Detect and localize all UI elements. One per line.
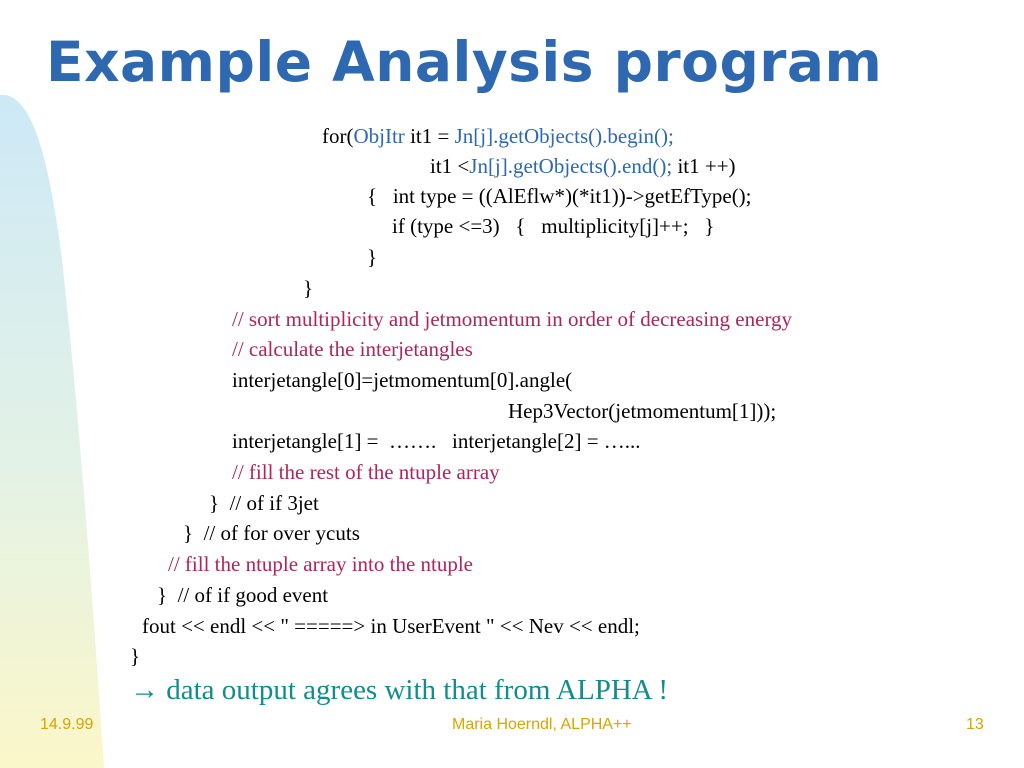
code-text: Hep3Vector(jetmomentum[1])); (508, 399, 777, 423)
footer-date: 14.9.99 (40, 716, 94, 733)
code-text: it1 = (404, 124, 455, 148)
page-number: 13 (966, 716, 984, 733)
code-line: } (303, 278, 313, 299)
code-text: // calculate the interjetangles (232, 337, 473, 361)
code-text: fout << endl << " =====> in UserEvent " … (142, 614, 640, 638)
code-line: } (130, 646, 140, 667)
code-line: } // of if good event (157, 585, 328, 606)
code-highlight: ObjItr (353, 124, 405, 148)
code-text: } (130, 644, 141, 668)
code-text: // fill the ntuple array into the ntuple (168, 552, 474, 576)
code-text: interjetangle[1] = ……. interjetangle[2] … (232, 429, 641, 453)
code-text: if (type <=3) { multiplicity[j]++; } (392, 214, 715, 238)
code-line: // fill the rest of the ntuple array (232, 462, 500, 483)
code-line: Hep3Vector(jetmomentum[1])); (508, 401, 776, 422)
footer-author: Maria Hoerndl, ALPHA++ (452, 716, 632, 733)
code-line: { int type = ((AlEflw*)(*it1))->getEfTyp… (367, 186, 752, 207)
code-text: it1 < (430, 154, 470, 178)
code-text: } // of if 3jet (209, 491, 319, 515)
code-line: // sort multiplicity and jetmomentum in … (232, 309, 792, 330)
code-line: fout << endl << " =====> in UserEvent " … (142, 616, 640, 637)
slide-title: Example Analysis program (46, 30, 883, 94)
code-text: for( (322, 124, 354, 148)
code-line: it1 <Jn[j].getObjects().end(); it1 ++) (430, 156, 736, 177)
code-line: for(ObjItr it1 = Jn[j].getObjects().begi… (322, 126, 674, 147)
code-line: // fill the ntuple array into the ntuple (168, 554, 473, 575)
code-text: // sort multiplicity and jetmomentum in … (232, 307, 793, 331)
code-text: interjetangle[0]=jetmomentum[0].angle( (232, 368, 573, 392)
code-text: } // of if good event (157, 583, 329, 607)
code-line: } // of for over ycuts (183, 523, 360, 544)
code-highlight: Jn[j].getObjects().begin(); (454, 124, 674, 148)
code-text: } (303, 276, 314, 300)
code-line: } // of if 3jet (209, 493, 319, 514)
conclusion-text: → data output agrees with that from ALPH… (130, 674, 669, 706)
code-text: it1 ++) (672, 154, 736, 178)
code-line: if (type <=3) { multiplicity[j]++; } (392, 216, 714, 237)
code-line: } (367, 247, 377, 268)
code-text: { int type = ((AlEflw*)(*it1))->getEfTyp… (367, 184, 752, 208)
code-line: interjetangle[1] = ……. interjetangle[2] … (232, 431, 641, 452)
code-line: // calculate the interjetangles (232, 339, 473, 360)
code-line: interjetangle[0]=jetmomentum[0].angle( (232, 370, 572, 391)
code-text: // fill the rest of the ntuple array (232, 460, 500, 484)
code-text: } // of for over ycuts (183, 521, 360, 545)
code-highlight: Jn[j].getObjects().end(); (469, 154, 673, 178)
code-text: } (367, 245, 378, 269)
